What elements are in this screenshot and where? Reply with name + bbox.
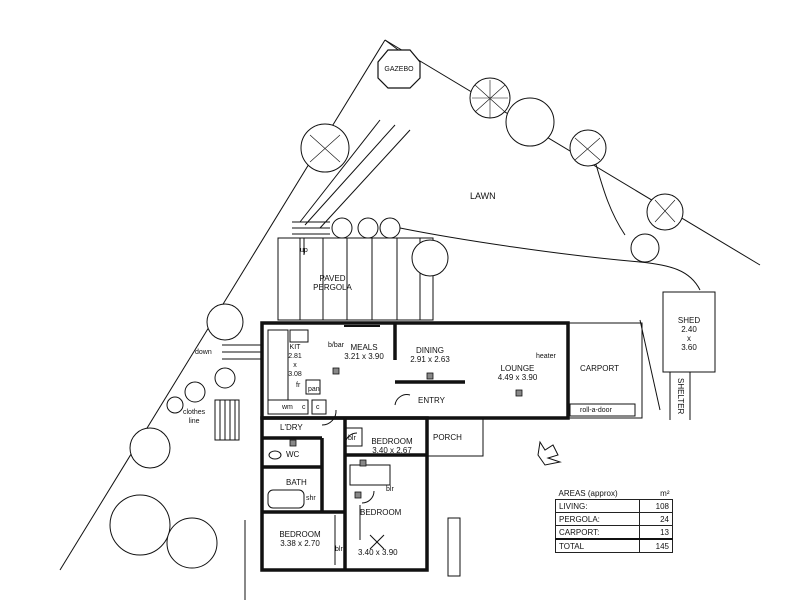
laundry-label: L'DRY bbox=[280, 423, 303, 432]
gazebo-label: GAZEBO bbox=[384, 66, 414, 73]
entry-label: ENTRY bbox=[418, 396, 445, 405]
washing-machine-label: wm bbox=[282, 404, 293, 411]
tree bbox=[206, 303, 244, 341]
shed-label: SHED 2.40 x 3.60 bbox=[677, 316, 701, 352]
tree bbox=[214, 367, 236, 389]
bedroom-2-label: BEDROOM bbox=[360, 508, 402, 517]
blr-label: blr bbox=[386, 486, 394, 493]
lawn-label: LAWN bbox=[470, 191, 496, 201]
tree bbox=[505, 97, 555, 147]
shelter-label: SHELTER bbox=[676, 378, 685, 415]
areas-row: LIVING: 108 bbox=[555, 499, 673, 513]
gazebo bbox=[377, 49, 421, 89]
pantry-label: pan bbox=[308, 386, 320, 393]
path-strip bbox=[299, 119, 381, 223]
porch-label: PORCH bbox=[433, 433, 462, 442]
areas-title: AREAS (approx) bbox=[558, 488, 618, 498]
bath-tub bbox=[267, 489, 305, 509]
up-label: up bbox=[300, 247, 308, 254]
bath-label: BATH bbox=[286, 478, 307, 487]
tree bbox=[646, 193, 684, 231]
tree bbox=[379, 217, 401, 239]
pergola-outline bbox=[277, 237, 434, 321]
bbar-label: b/bar bbox=[328, 342, 344, 349]
tree bbox=[331, 217, 353, 239]
dining-label: DINING 2.91 x 2.63 bbox=[410, 346, 450, 364]
blr-label: blr bbox=[335, 546, 343, 553]
down-label: down bbox=[195, 349, 212, 356]
tree bbox=[129, 427, 171, 469]
shower-label: shr bbox=[306, 495, 316, 502]
tree bbox=[166, 517, 218, 569]
wc-label: WC bbox=[286, 450, 300, 459]
tree bbox=[166, 396, 184, 414]
lounge-label: LOUNGE 4.49 x 3.90 bbox=[497, 364, 538, 382]
areas-row: CARPORT: 13 bbox=[555, 525, 673, 540]
clothes-line-label: clothes line bbox=[183, 409, 206, 425]
tree bbox=[300, 123, 350, 173]
fridge-label: fr bbox=[296, 382, 301, 389]
path-strip bbox=[304, 124, 396, 226]
tree bbox=[630, 233, 660, 263]
blr-label: blr bbox=[348, 435, 356, 442]
carport-label: CARPORT bbox=[580, 364, 619, 373]
meals-label: MEALS 3.21 x 3.90 bbox=[344, 343, 384, 361]
bedroom-3-label: BEDROOM 3.38 x 2.70 bbox=[279, 530, 321, 548]
paved-pergola-label: PAVED PERGOLA bbox=[313, 274, 352, 292]
areas-total-row: TOTAL 145 bbox=[555, 538, 673, 553]
bedroom-1-label: BEDROOM 3.40 x 2.67 bbox=[371, 437, 413, 455]
toilet bbox=[268, 450, 282, 460]
tree bbox=[184, 381, 206, 403]
heater-label: heater bbox=[536, 353, 556, 360]
cupboard-label: c bbox=[316, 404, 320, 411]
path-strip bbox=[319, 129, 411, 229]
roll-a-door bbox=[569, 403, 636, 417]
areas-table: AREAS (approx) m² LIVING: 108 PERGOLA: 2… bbox=[555, 487, 673, 553]
cupboard-label: c bbox=[302, 404, 306, 411]
shed-outline bbox=[662, 291, 716, 373]
bedroom-2-size: 3.40 x 3.90 bbox=[358, 548, 398, 557]
tree bbox=[411, 239, 449, 277]
tree bbox=[569, 129, 607, 167]
areas-unit: m² bbox=[660, 488, 670, 498]
lawn-edge bbox=[399, 227, 701, 291]
tree bbox=[109, 494, 171, 556]
tree bbox=[357, 217, 379, 239]
kitchen-label: KIT 2.81 x 3.08 bbox=[288, 344, 302, 378]
areas-row: PERGOLA: 24 bbox=[555, 512, 673, 526]
roll-a-door-label: roll-a-door bbox=[580, 407, 612, 414]
